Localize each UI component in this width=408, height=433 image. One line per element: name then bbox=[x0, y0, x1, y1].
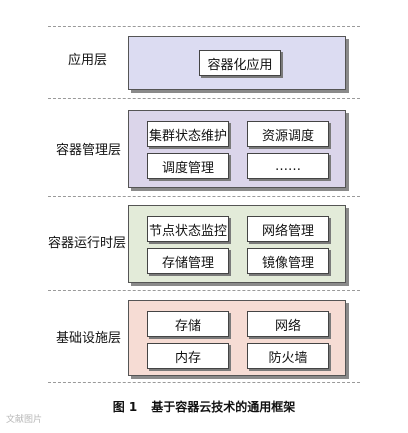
divider-mgmt-runtime bbox=[48, 196, 360, 197]
divider-top bbox=[48, 26, 360, 27]
box-storage-management: 存储管理 bbox=[147, 248, 229, 274]
box-resource-scheduling: 资源调度 bbox=[247, 121, 329, 147]
box-storage: 存储 bbox=[147, 311, 229, 337]
box-network: 网络 bbox=[247, 311, 329, 337]
layer-label-infrastructure: 基础设施层 bbox=[56, 331, 122, 346]
watermark: 文献图片 bbox=[6, 415, 43, 425]
figure-caption: 图 1 基于容器云技术的通用框架 bbox=[0, 398, 408, 415]
panel-container-runtime: 节点状态监控 网络管理 存储管理 镜像管理 bbox=[128, 205, 346, 283]
panel-application: 容器化应用 bbox=[128, 36, 346, 90]
layer-label-application: 应用层 bbox=[68, 53, 108, 68]
box-cluster-state: 集群状态维护 bbox=[147, 121, 229, 147]
divider-app-mgmt bbox=[48, 98, 360, 99]
box-network-management: 网络管理 bbox=[247, 216, 329, 242]
box-containerized-app: 容器化应用 bbox=[199, 50, 281, 76]
box-firewall: 防火墙 bbox=[247, 343, 329, 369]
panel-infrastructure: 存储 网络 内存 防火墙 bbox=[128, 300, 346, 376]
divider-bottom bbox=[48, 382, 360, 383]
box-image-management: 镜像管理 bbox=[247, 248, 329, 274]
box-ellipsis: …… bbox=[247, 153, 329, 179]
layer-label-container-runtime: 容器运行时层 bbox=[48, 236, 127, 251]
figure-number: 图 1 bbox=[112, 400, 138, 414]
divider-runtime-infra bbox=[48, 290, 360, 291]
figure-title: 基于容器云技术的通用框架 bbox=[151, 400, 296, 414]
box-scheduling-management: 调度管理 bbox=[147, 153, 229, 179]
box-memory: 内存 bbox=[147, 343, 229, 369]
panel-container-management: 集群状态维护 资源调度 调度管理 …… bbox=[128, 110, 346, 188]
layer-label-container-management: 容器管理层 bbox=[56, 143, 122, 158]
box-node-monitoring: 节点状态监控 bbox=[147, 216, 229, 242]
